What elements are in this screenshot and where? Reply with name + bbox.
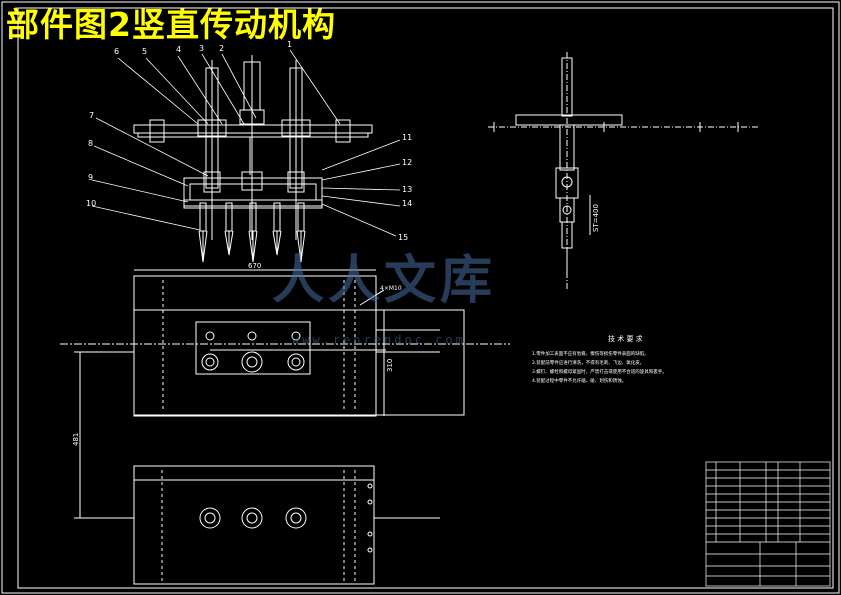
watermark-text: 人人文库 <box>272 250 497 311</box>
side-view <box>488 52 760 290</box>
balloon-3: 3 <box>199 44 204 53</box>
balloon-13: 13 <box>402 185 412 194</box>
balloon-9: 9 <box>88 173 93 182</box>
balloon-14: 14 <box>402 199 412 208</box>
suction-rods <box>198 202 306 263</box>
balloon-5: 5 <box>142 47 147 56</box>
tech-req-item-4: 4.装配过程中零件不允许磕、碰、划伤和锈蚀。 <box>532 377 626 384</box>
balloon-4: 4 <box>176 45 181 54</box>
watermark-url: www.renrendoc.com <box>292 333 466 347</box>
drawing-title: 部件图2竖直传动机构 <box>6 5 336 44</box>
balloon-1: 1 <box>287 40 292 49</box>
balloon-12: 12 <box>402 158 412 167</box>
hole-callout: 4×M10 <box>380 285 402 292</box>
plan-width-dim: 670 <box>248 262 261 270</box>
balloon-8: 8 <box>88 139 93 148</box>
lower-view <box>133 465 440 585</box>
plan-left-height-dim: 481 <box>72 433 80 446</box>
balloon-numbers: 6 5 4 3 2 1 7 8 9 10 11 12 13 14 15 <box>86 40 412 242</box>
plan-height-dim: 310 <box>386 359 394 372</box>
balloon-11: 11 <box>402 133 412 142</box>
balloon-7: 7 <box>89 111 94 120</box>
balloon-2: 2 <box>219 44 224 53</box>
side-stroke-dim: ST=400 <box>592 204 600 232</box>
front-view-assembly <box>133 55 373 263</box>
balloon-6: 6 <box>114 47 119 56</box>
title-block <box>705 461 831 587</box>
plan-view <box>60 269 510 519</box>
balloon-15: 15 <box>398 233 408 242</box>
tech-req-title: 技 术 要 求 <box>608 334 643 343</box>
tech-req-item-3: 3.螺钉、螺栓和螺母紧固时，严禁打击或使用不合适的旋具和扳手。 <box>532 368 667 375</box>
sheet-inner-border <box>17 7 834 589</box>
leader-lines <box>91 49 401 237</box>
technical-requirements: 技 术 要 求 1.零件加工表面不应有划痕、擦伤等损伤零件表面的缺陷。 2.装配… <box>532 334 667 384</box>
tech-req-item-2: 2.装配前零件应进行清洗，不得有毛刺、飞边、氧化皮。 <box>532 359 644 366</box>
tech-req-item-1: 1.零件加工表面不应有划痕、擦伤等损伤零件表面的缺陷。 <box>532 350 649 357</box>
balloon-10: 10 <box>86 199 96 208</box>
